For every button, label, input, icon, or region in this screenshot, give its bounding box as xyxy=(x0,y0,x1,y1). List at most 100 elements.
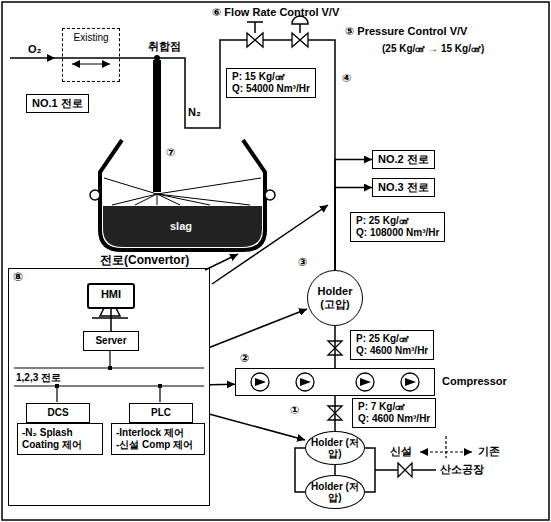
trunnion xyxy=(90,190,100,200)
bus-node xyxy=(158,384,162,388)
node-text: NO.1 전로 xyxy=(32,97,83,110)
dcs-box: DCS xyxy=(26,403,90,423)
callout-number: ② xyxy=(240,352,249,365)
pressure-flow-box: P: 7 Kg/㎠Q: 4600 Nm³/Hr xyxy=(352,398,436,428)
compressor-symbol xyxy=(296,373,314,391)
node-text: Holder (고압) xyxy=(310,285,360,311)
pressure-flow-box: P: 25 Kg/㎠Q: 4600 Nm³/Hr xyxy=(350,330,434,360)
bus-label: 1,2,3 전로 xyxy=(16,371,61,384)
compressor-symbol xyxy=(360,378,371,386)
node-text: DCS xyxy=(29,406,87,419)
convertor-tag: NO.1 전로 xyxy=(26,94,89,113)
valve-symbol xyxy=(292,33,308,47)
control-panel: ⑧ HMI ServerDCS PLC -N₂ Splash Coating 제어 -In… xyxy=(8,268,210,506)
svg-part xyxy=(255,378,416,386)
pressure-note: (25 Kg/㎠ → 15 Kg/㎠) xyxy=(382,42,484,55)
flow-label: N₂ xyxy=(188,106,201,119)
hmi-monitor: HMI xyxy=(87,283,135,309)
oxygen-arrow xyxy=(10,57,55,59)
node-text: P: 25 Kg/㎠ xyxy=(356,333,428,345)
pipe-connector xyxy=(334,396,336,431)
node-text: Holder (저압) xyxy=(308,437,362,459)
plc-box: PLC xyxy=(129,403,193,423)
junction-label: 취합점 xyxy=(148,40,181,53)
compressor-symbol xyxy=(300,378,311,386)
convertor-tag: NO.3 전로 xyxy=(372,178,435,197)
bus-node xyxy=(108,366,112,370)
convertor-tag: NO.2 전로 xyxy=(372,150,435,169)
node-text: Q: 4600 Nm³/Hr xyxy=(356,345,428,357)
node-text: P: 15 Kg/㎠ xyxy=(232,71,310,83)
monitor-stand xyxy=(92,308,128,318)
node-text: Q: 4600 Nm³/Hr xyxy=(358,413,430,425)
slag-label: slag xyxy=(170,220,192,233)
compressor-symbol xyxy=(401,373,419,391)
node-text: Existing xyxy=(64,31,118,44)
node-text: Server xyxy=(86,334,136,347)
svg-part xyxy=(10,16,436,492)
bus-node xyxy=(55,384,59,388)
flow-label: O₂ xyxy=(28,43,41,56)
valve-symbol xyxy=(247,33,263,47)
node-text: NO.3 전로 xyxy=(378,181,429,194)
pipe-connector xyxy=(334,326,336,368)
compressor-symbol xyxy=(405,378,416,386)
node-text: Compressor xyxy=(442,375,507,388)
server-box: Server xyxy=(83,331,139,351)
pipe-connector xyxy=(210,383,235,385)
node-text: PLC xyxy=(132,406,190,419)
lance xyxy=(153,60,161,192)
valve-symbol xyxy=(398,463,412,477)
compressor-symbol xyxy=(356,373,374,391)
valve-label: ⑥ Flow Rate Control V/V xyxy=(212,6,339,19)
convertor-vessel xyxy=(100,140,265,250)
boundary-label: 기존 xyxy=(478,445,500,458)
node-text: Holder (저압) xyxy=(308,481,362,503)
svg-part xyxy=(104,178,261,205)
compressor-symbol xyxy=(255,378,266,386)
node-text: -Interlock 제어 xyxy=(116,427,200,439)
oxygen-pipe xyxy=(55,57,157,59)
pipe-connector xyxy=(334,465,336,475)
control-note: -Interlock 제어-신설 Comp 제어 xyxy=(111,423,205,455)
node-text: -N₂ Splash Coating 제어 xyxy=(22,427,98,451)
existing-arrow xyxy=(72,64,110,65)
node-text: P: 25 Kg/㎠ xyxy=(356,215,439,227)
node-text: NO.2 전로 xyxy=(378,153,429,166)
gas-holder: Holder (고압) xyxy=(307,270,363,326)
convertor-caption: 전로(Convertor) xyxy=(100,254,189,267)
valve-label: ⑤ Pressure Control V/V xyxy=(345,25,467,38)
svg-part xyxy=(420,436,472,458)
pipe-connector xyxy=(210,414,305,440)
plant-label: 산소공장 xyxy=(440,463,484,476)
callout-number: ③ xyxy=(298,256,307,269)
node-text: Q: 54000 Nm³/Hr xyxy=(232,83,310,95)
callout-number: ④ xyxy=(342,72,351,85)
compressor-symbol xyxy=(251,373,269,391)
node-text: ⑧ xyxy=(13,271,23,284)
pressure-flow-box: P: 15 Kg/㎠Q: 54000 Nm³/Hr xyxy=(226,68,316,98)
control-note: -N₂ Splash Coating 제어 xyxy=(17,423,103,455)
node-text: HMI xyxy=(91,288,131,301)
svg-part xyxy=(251,373,419,391)
node-text: P: 7 Kg/㎠ xyxy=(358,401,430,413)
node-text: -신설 Comp 제어 xyxy=(116,439,200,451)
boundary-label: 신설 xyxy=(390,445,412,458)
pressure-flow-box: P: 25 Kg/㎠Q: 108000 Nm³/Hr xyxy=(350,212,445,242)
pipe-connector xyxy=(210,309,307,347)
svg-part xyxy=(55,366,162,388)
compressor-bank: Compressor xyxy=(235,368,435,396)
network-bus xyxy=(14,350,204,402)
pipe-connector xyxy=(110,309,112,331)
gas-holder: Holder (저압) xyxy=(305,475,365,509)
slag-layer xyxy=(103,206,262,247)
gas-holder: Holder (저압) xyxy=(305,431,365,465)
node-text: Q: 108000 Nm³/Hr xyxy=(356,227,439,239)
existing-boundary: Existing xyxy=(62,28,120,82)
trunnion xyxy=(265,190,275,200)
nitrogen-spray xyxy=(104,178,261,205)
callout-number: ⑦ xyxy=(166,146,175,159)
callout-number: ① xyxy=(290,404,299,417)
